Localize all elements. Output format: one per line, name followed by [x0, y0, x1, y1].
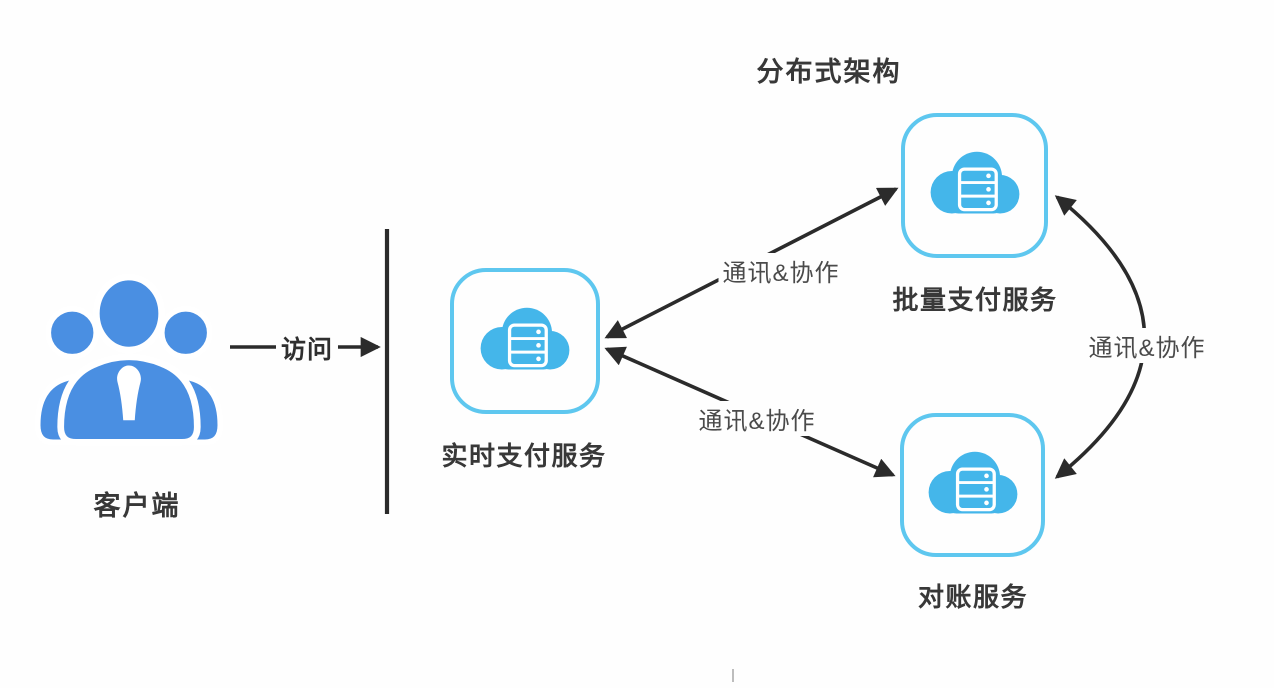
users-group-icon [34, 273, 224, 446]
diagram-title: 分布式架构 [756, 57, 902, 87]
edge-label-realtime-reconciliation: 通讯&协作 [694, 401, 820, 436]
cloud-server-icon [467, 300, 583, 383]
node-batch-payment-label: 批量支付服务 [892, 285, 1058, 315]
node-realtime-payment-label: 实时支付服务 [441, 441, 607, 471]
node-reconciliation-label: 对账服务 [917, 582, 1029, 612]
cloud-server-icon [917, 144, 1033, 227]
node-batch-payment-service [901, 113, 1048, 258]
access-arrow-label: 访问 [275, 330, 339, 366]
cloud-server-icon [915, 444, 1031, 527]
edge-label-realtime-batch: 通讯&协作 [718, 253, 844, 288]
client-label: 客户端 [93, 491, 181, 521]
node-realtime-payment-service [450, 268, 600, 414]
tie-shape [117, 365, 141, 421]
edge-label-batch-reconciliation: 通讯&协作 [1084, 328, 1210, 363]
stray-tick-mark [732, 669, 734, 682]
node-reconciliation-service [900, 413, 1045, 557]
